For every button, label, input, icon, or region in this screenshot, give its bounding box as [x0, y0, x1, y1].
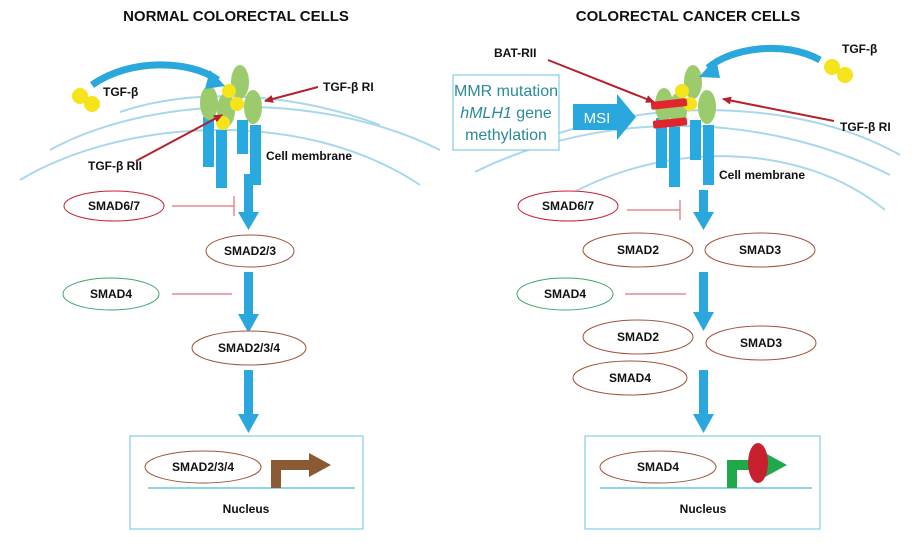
normal-smad67-label: SMAD6/7: [88, 199, 140, 213]
cancer-receptor-green-4: [698, 90, 716, 124]
normal-receptor-green-1: [200, 86, 218, 120]
cancer-signal-arrow-2: [693, 272, 714, 331]
cancer-smad3-oval-b: [705, 325, 817, 361]
cancer-bat-rii-pointer: [547, 59, 655, 103]
cancer-bat-rii-label: BAT-RII: [494, 46, 536, 60]
cancer-smad4-oval-a: [516, 277, 614, 311]
normal-smad234-oval: [191, 330, 307, 366]
normal-cell-membrane-label: Cell membrane: [266, 149, 352, 163]
normal-transcription-arrow-icon: [271, 453, 331, 488]
cancer-msi-label: MSI: [584, 110, 611, 127]
cancer-mmr-gene-rest: gene: [512, 105, 552, 122]
cancer-signal-arrow-3: [693, 370, 714, 433]
normal-nucleus-smad234-label: SMAD2/3/4: [172, 460, 234, 474]
cancer-smad67-label: SMAD6/7: [542, 199, 594, 213]
normal-bound-ligand-1: [222, 84, 236, 98]
cancer-tgf-beta-label: TGF-β: [842, 42, 877, 56]
cancer-tgf-beta-ligand-2: [837, 67, 853, 83]
cancer-transcription-arrow-icon: [727, 453, 787, 488]
cancer-smad3-oval-a: [704, 232, 816, 268]
cancer-mmr-line3: methylation: [465, 127, 547, 144]
cancer-title: COLORECTAL CANCER CELLS: [576, 8, 800, 25]
normal-nucleus-label: Nucleus: [223, 502, 270, 516]
cancer-bound-ligand-1: [675, 84, 689, 98]
cancer-nucleus-label: Nucleus: [680, 502, 727, 516]
cancer-mmr-gene-italic: hMLH1: [460, 105, 512, 122]
cancer-nucleus-smad4-oval: [599, 450, 717, 484]
normal-smad4-label: SMAD4: [90, 287, 132, 301]
cancer-tgf-beta-ligand-1: [824, 59, 840, 75]
cancer-bat-rii-mutation-band-2: [652, 117, 688, 129]
cancer-nucleus-box: [584, 435, 821, 530]
cancer-tgf-beta-ri-pointer: [722, 96, 835, 122]
cancer-cell-membrane-label: Cell membrane: [719, 168, 805, 182]
cancer-bat-rii-mutation-band-1: [650, 98, 688, 110]
normal-tgf-beta-ligand-1: [72, 88, 88, 104]
cancer-smad2-oval-b: [582, 319, 694, 355]
normal-smad23-label: SMAD2/3: [224, 244, 276, 258]
cancer-signal-arrow-1: [693, 190, 714, 230]
normal-smad67-oval: [63, 190, 165, 222]
cancer-mmr-box: [452, 74, 560, 151]
normal-bound-ligand-2: [230, 97, 244, 111]
normal-tgf-beta-ligand-2: [84, 96, 100, 112]
normal-title: NORMAL COLORECTAL CELLS: [123, 8, 349, 25]
cancer-smad67-oval: [517, 190, 619, 222]
cancer-receptor-complex: [650, 65, 716, 187]
normal-receptor-green-4: [244, 90, 262, 124]
cancer-smad2-label-a: SMAD2: [617, 243, 659, 257]
cancer-msi-arrow: [573, 94, 636, 140]
normal-ligand-binding-arrowhead: [205, 70, 225, 89]
cancer-mmr-line1: MMR mutation: [454, 83, 558, 100]
normal-smad23-oval: [205, 234, 295, 268]
cancer-mmr-line2: hMLH1 gene: [460, 105, 552, 122]
cancer-transcription-block-icon: [748, 443, 768, 483]
cancer-smad4-label-b: SMAD4: [609, 371, 651, 385]
normal-tgf-beta-ri-pointer: [264, 86, 319, 103]
normal-nucleus-smad234-oval: [144, 450, 262, 484]
cancer-ligand-binding-arrowhead: [699, 58, 720, 78]
cancer-smad3-label-a: SMAD3: [739, 243, 781, 257]
normal-receptor-complex: [200, 65, 262, 188]
normal-signal-arrow-1: [238, 174, 259, 230]
cancer-smad4-label-a: SMAD4: [544, 287, 586, 301]
normal-tgf-beta-rii-pointer: [135, 114, 223, 162]
normal-ligand-binding-arrow: [89, 61, 221, 88]
cancer-nucleus-smad4-label: SMAD4: [637, 460, 679, 474]
normal-smad234-label: SMAD2/3/4: [218, 341, 280, 355]
normal-signal-arrow-3: [238, 370, 259, 433]
cancer-tgf-beta-ri-label: TGF-β RI: [840, 120, 891, 134]
normal-tgf-beta-label: TGF-β: [103, 85, 138, 99]
cancer-ligand-binding-arrow: [705, 44, 822, 71]
normal-signal-arrow-2: [238, 272, 259, 333]
cancer-smad4-oval-b: [572, 360, 688, 396]
normal-tgf-beta-ri-label: TGF-β RI: [323, 80, 374, 94]
cancer-smad3-label-b: SMAD3: [740, 336, 782, 350]
cancer-smad2-label-b: SMAD2: [617, 330, 659, 344]
cancer-smad2-oval-a: [582, 232, 694, 268]
normal-tgf-beta-rii-label: TGF-β RII: [88, 159, 142, 173]
normal-smad4-oval: [62, 277, 160, 311]
normal-nucleus-box: [129, 435, 364, 530]
